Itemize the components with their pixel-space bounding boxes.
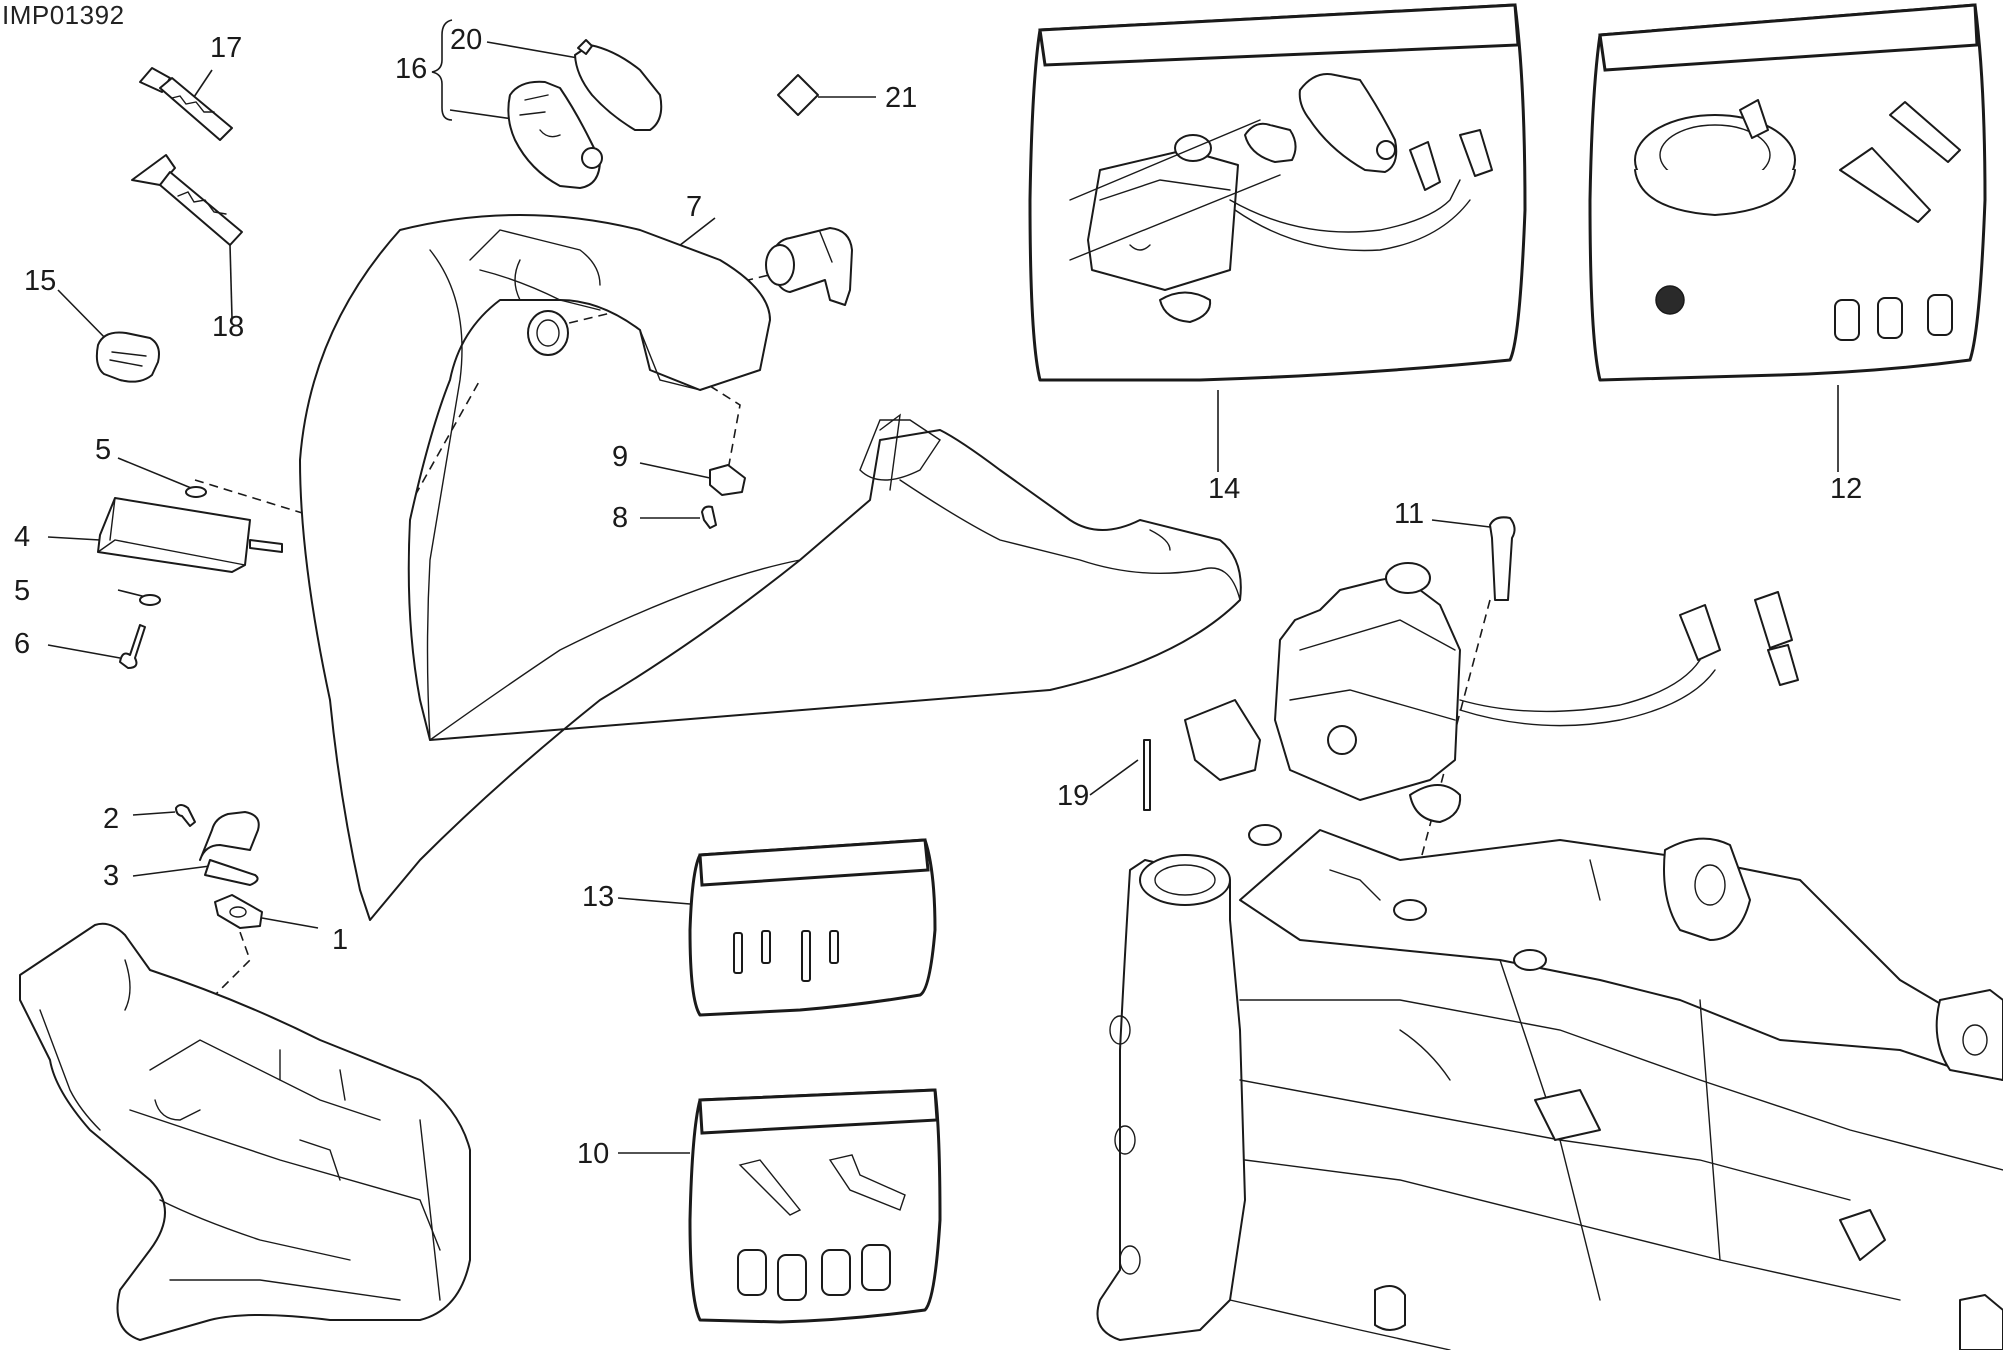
callout-14: 14 — [1208, 475, 1240, 504]
callout-5b: 5 — [14, 577, 30, 606]
key-cap-15 — [97, 333, 159, 382]
callout-9: 9 — [612, 443, 628, 472]
callout-13: 13 — [582, 883, 614, 912]
bracket-4 — [98, 498, 282, 572]
gasket-1 — [215, 895, 262, 928]
callout-5a: 5 — [95, 436, 111, 465]
key-18 — [132, 155, 242, 245]
callout-2: 2 — [103, 805, 119, 834]
lower-fairing — [20, 924, 470, 1340]
callout-3: 3 — [103, 862, 119, 891]
callout-17: 17 — [210, 34, 242, 63]
pin-19 — [1144, 740, 1150, 810]
kit-12 — [1590, 5, 1985, 380]
callout-16: 16 — [395, 55, 427, 84]
key-cover-20 — [575, 45, 661, 130]
kit-13 — [690, 840, 935, 1015]
kit-14 — [1030, 5, 1525, 380]
drawing-code: IMP01392 — [2, 0, 125, 31]
key-cap-kit12 — [1656, 286, 1684, 314]
label-21 — [778, 75, 818, 115]
callout-4: 4 — [14, 523, 30, 552]
washer-5b — [140, 595, 160, 605]
bolt-11 — [1490, 517, 1515, 600]
screw-2 — [176, 805, 195, 826]
ignition-switch-assembly — [1275, 563, 1798, 822]
washer-5a — [186, 487, 206, 497]
callout-6: 6 — [14, 630, 30, 659]
screw-8 — [702, 507, 716, 528]
callout-20: 20 — [450, 26, 482, 55]
callout-21: 21 — [885, 84, 917, 113]
callout-10: 10 — [577, 1140, 609, 1169]
callout-8: 8 — [612, 504, 628, 533]
callout-11: 11 — [1394, 500, 1424, 529]
callout-19: 19 — [1057, 782, 1089, 811]
callout-7: 7 — [686, 193, 702, 222]
lock-barrels-kit12 — [1835, 295, 1952, 340]
frame — [1098, 700, 2003, 1350]
kit-10 — [690, 1090, 940, 1322]
callout-1: 1 — [332, 926, 348, 955]
sensor-3 — [200, 812, 259, 885]
callout-15: 15 — [24, 267, 56, 296]
clip-9 — [710, 465, 745, 495]
callout-18: 18 — [212, 313, 244, 342]
screw-6 — [120, 625, 145, 668]
callout-12: 12 — [1830, 475, 1862, 504]
key-blank-17 — [140, 68, 232, 140]
key-fob-16 — [508, 40, 661, 188]
